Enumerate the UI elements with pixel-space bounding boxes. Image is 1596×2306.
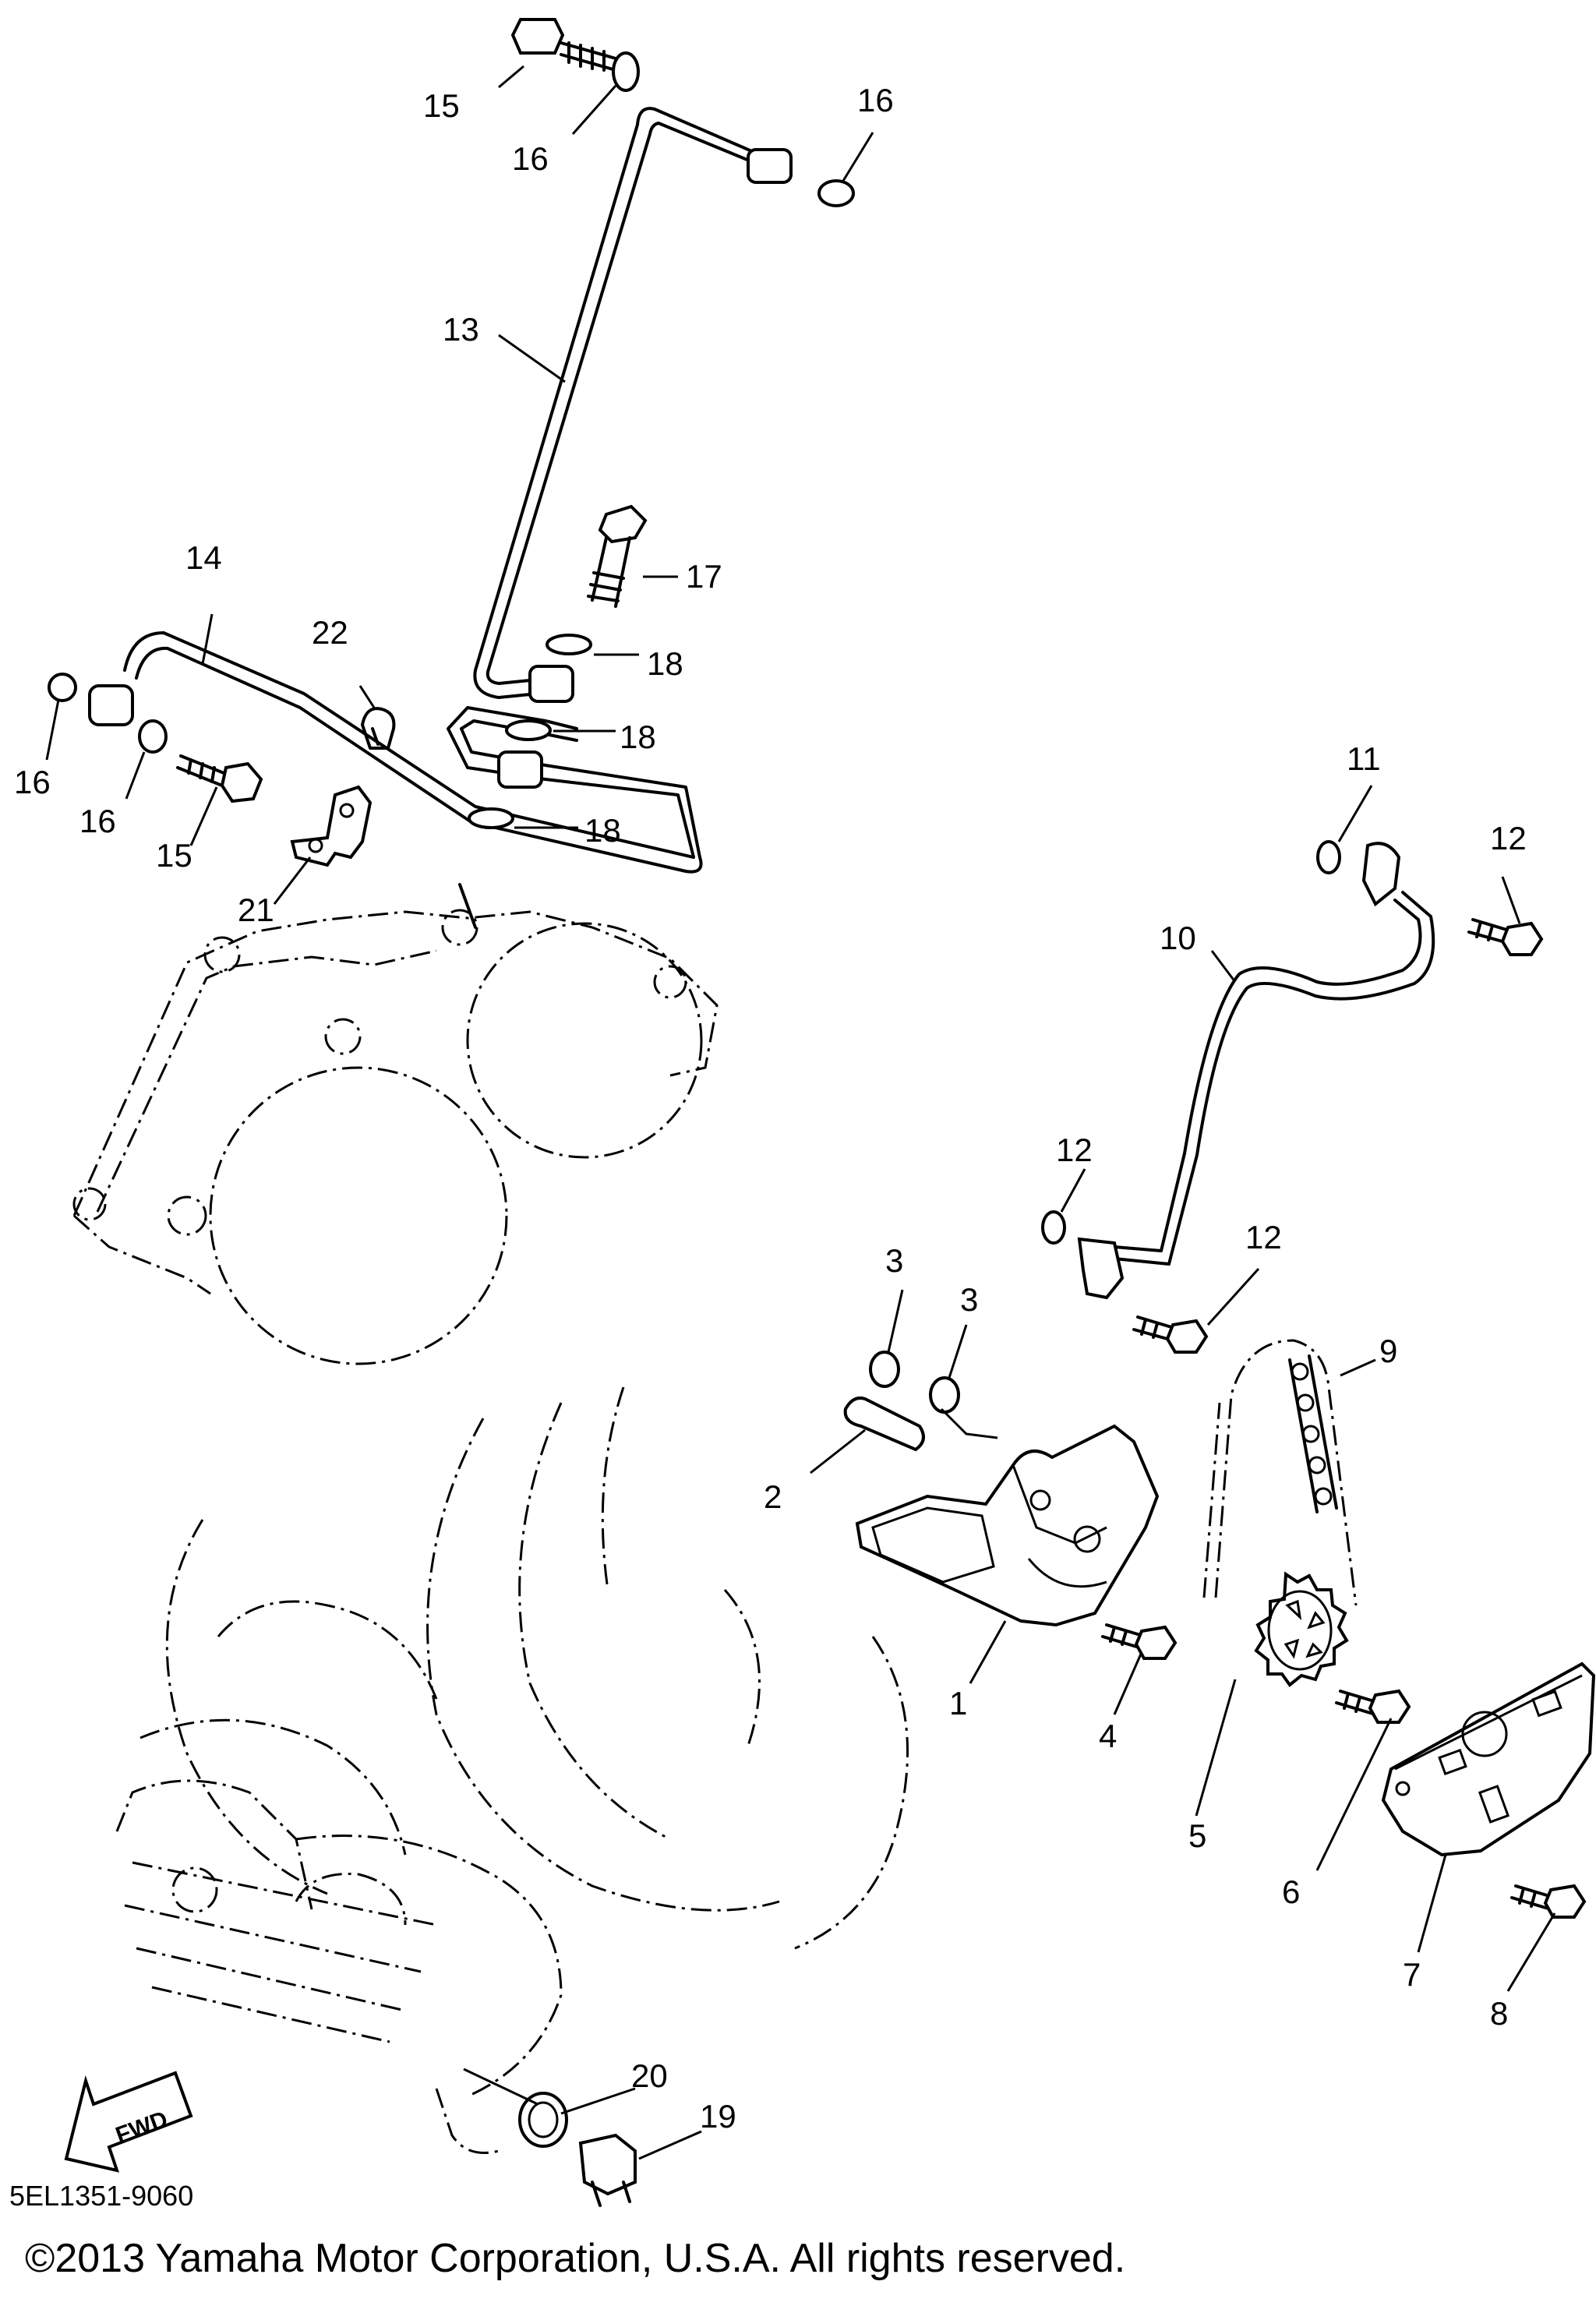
- bolt-12-lower: [1132, 1315, 1209, 1354]
- callout-18-a: 18: [647, 645, 683, 682]
- callout-8: 8: [1490, 1995, 1508, 2032]
- gasket-18-a: [546, 634, 592, 655]
- o-ring-11-upper: [1316, 840, 1341, 874]
- union-bolt-17: [587, 504, 648, 608]
- callout-16-top-right: 16: [857, 82, 894, 118]
- gasket-18-c: [468, 807, 514, 829]
- callout-16-left-inner: 16: [79, 803, 116, 839]
- copyright-notice: ©2013 Yamaha Motor Corporation, U.S.A. A…: [25, 2236, 1125, 2281]
- callout-17: 17: [686, 558, 722, 595]
- fwd-arrow-icon: FWD: [64, 2071, 193, 2173]
- callout-21: 21: [238, 892, 274, 928]
- bolt-12-upper: [1467, 918, 1544, 956]
- callout-3-a: 3: [885, 1242, 903, 1279]
- callout-6: 6: [1282, 1873, 1300, 1910]
- oil-pipe-14: [88, 631, 703, 929]
- callout-9: 9: [1379, 1333, 1397, 1369]
- callout-10: 10: [1160, 920, 1196, 956]
- gasket-16-left-inner: [138, 719, 168, 754]
- union-bolt-15-top: [510, 18, 617, 72]
- bolt-6: [1335, 1689, 1411, 1724]
- callout-22: 22: [312, 614, 348, 651]
- union-bolt-15-left: [176, 754, 263, 803]
- callout-15-top: 15: [423, 87, 460, 124]
- callout-4: 4: [1099, 1718, 1117, 1754]
- dowel-pin-2: [843, 1396, 925, 1452]
- sprocket-5: [1254, 1571, 1349, 1687]
- oil-pipe-10: [1077, 842, 1435, 1300]
- callout-19: 19: [700, 2098, 736, 2135]
- callout-7: 7: [1403, 1956, 1421, 1993]
- gasket-20: [518, 2092, 568, 2148]
- gasket-16-left-outer: [48, 673, 77, 702]
- bolt-8: [1510, 1884, 1587, 1919]
- callout-13: 13: [443, 311, 479, 348]
- clamp-22: [361, 707, 396, 750]
- callout-12-upper: 12: [1490, 820, 1527, 856]
- o-ring-11-lower: [1041, 1210, 1066, 1245]
- callout-16-left-outer: 16: [14, 764, 51, 800]
- callout-18-b: 18: [620, 719, 656, 755]
- callout-12-lower: 12: [1245, 1219, 1282, 1255]
- leader-lines: [45, 65, 1556, 2160]
- callout-20: 20: [631, 2057, 668, 2094]
- callout-16-top-left: 16: [512, 140, 549, 177]
- oil-pump-1: [855, 1424, 1160, 1627]
- callout-1: 1: [949, 1685, 967, 1722]
- callout-15-left: 15: [156, 837, 192, 874]
- oil-pipe-13: [473, 107, 793, 703]
- drain-bolt-19: [578, 2133, 637, 2207]
- callout-5: 5: [1188, 1817, 1206, 1854]
- callout-11-lower: 12: [1056, 1132, 1093, 1168]
- cover-7: [1381, 1662, 1596, 1857]
- callout-3-b: 3: [960, 1281, 978, 1318]
- gasket-16-top-left: [612, 51, 640, 92]
- callout-labels: 15 16 16 13 14 22 17 18 18 18 16 16 15 2…: [14, 82, 1527, 2135]
- gasket-18-b: [505, 719, 552, 741]
- bolt-4: [1101, 1623, 1178, 1660]
- diagram-code: 5EL1351-9060: [9, 2180, 193, 2212]
- callout-2: 2: [764, 1478, 782, 1515]
- bracket-21: [290, 785, 373, 867]
- callout-14: 14: [185, 539, 222, 576]
- gasket-16-top-right: [817, 179, 855, 207]
- callout-11-upper: 11: [1347, 740, 1381, 777]
- callout-18-c: 18: [584, 812, 621, 849]
- chain-9: [1202, 1339, 1358, 1606]
- o-ring-3-b: [929, 1376, 960, 1414]
- o-ring-3-a: [869, 1351, 900, 1388]
- engine-outline: [72, 909, 909, 2154]
